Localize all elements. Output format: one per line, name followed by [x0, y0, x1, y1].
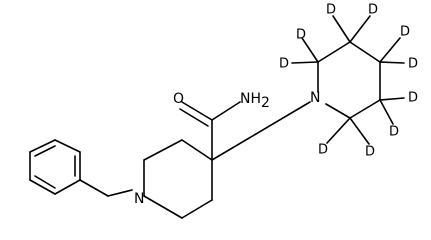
- bond-ring: [143, 139, 183, 161]
- bond-benzene: [54, 179, 81, 195]
- bond-carbonyl: [181, 101, 213, 121]
- atom-deuterium: D: [400, 25, 410, 40]
- atom-deuterium: D: [365, 145, 375, 160]
- bond-ring: [143, 195, 183, 219]
- bond-cd: [379, 99, 394, 125]
- atom-deuterium: D: [368, 3, 378, 18]
- bond-cd: [291, 61, 319, 64]
- bond-benzene: [29, 139, 56, 153]
- bond-amide-n: [211, 101, 241, 121]
- atom-labels: O NH2 N N D D D D D D D D D D: [134, 3, 418, 208]
- bond-benzene: [29, 179, 56, 195]
- atom-deuterium: D: [408, 91, 418, 106]
- bond-ring: [181, 139, 213, 161]
- atom-nh: NH: [240, 91, 261, 107]
- atom-nitrogen-piperidinyl: N: [310, 90, 320, 106]
- atom-deuterium: D: [408, 57, 418, 72]
- atom-deuterium: D: [326, 3, 336, 18]
- bond-cd: [332, 15, 351, 43]
- bond-cd: [349, 117, 370, 145]
- bond-benzyl: [107, 189, 133, 197]
- bond-dring: [317, 41, 351, 63]
- bond-benzene-double: [34, 175, 56, 189]
- atom-deuterium: D: [279, 57, 289, 72]
- atom-deuterium: D: [296, 28, 306, 43]
- bond-benzene: [54, 139, 81, 153]
- molecule-structure: O NH2 N N D D D D D D D D D D: [29, 3, 418, 219]
- bond-carbonyl: [179, 108, 209, 127]
- bond-cd: [379, 37, 401, 63]
- atom-nitrogen-ring: N: [134, 191, 144, 207]
- bond-dring: [325, 103, 351, 119]
- atom-subscript-2: 2: [261, 95, 270, 111]
- bond-cd: [379, 61, 405, 64]
- bond-benzene-double: [34, 145, 56, 157]
- atom-deuterium: D: [389, 125, 399, 140]
- bonds: [29, 15, 405, 219]
- bond-dring: [349, 99, 381, 119]
- atom-amide-nh2: NH2: [240, 91, 270, 111]
- bond-c-n: [211, 101, 311, 161]
- atom-oxygen: O: [173, 91, 184, 107]
- bond-cd: [349, 15, 371, 43]
- bond-cd: [326, 117, 351, 144]
- bond-cd: [379, 97, 405, 101]
- bond-benzyl: [79, 179, 109, 197]
- bond-dring: [349, 41, 381, 63]
- bond-ring: [181, 199, 213, 219]
- bond-cd: [301, 37, 319, 63]
- atom-deuterium: D: [318, 143, 328, 158]
